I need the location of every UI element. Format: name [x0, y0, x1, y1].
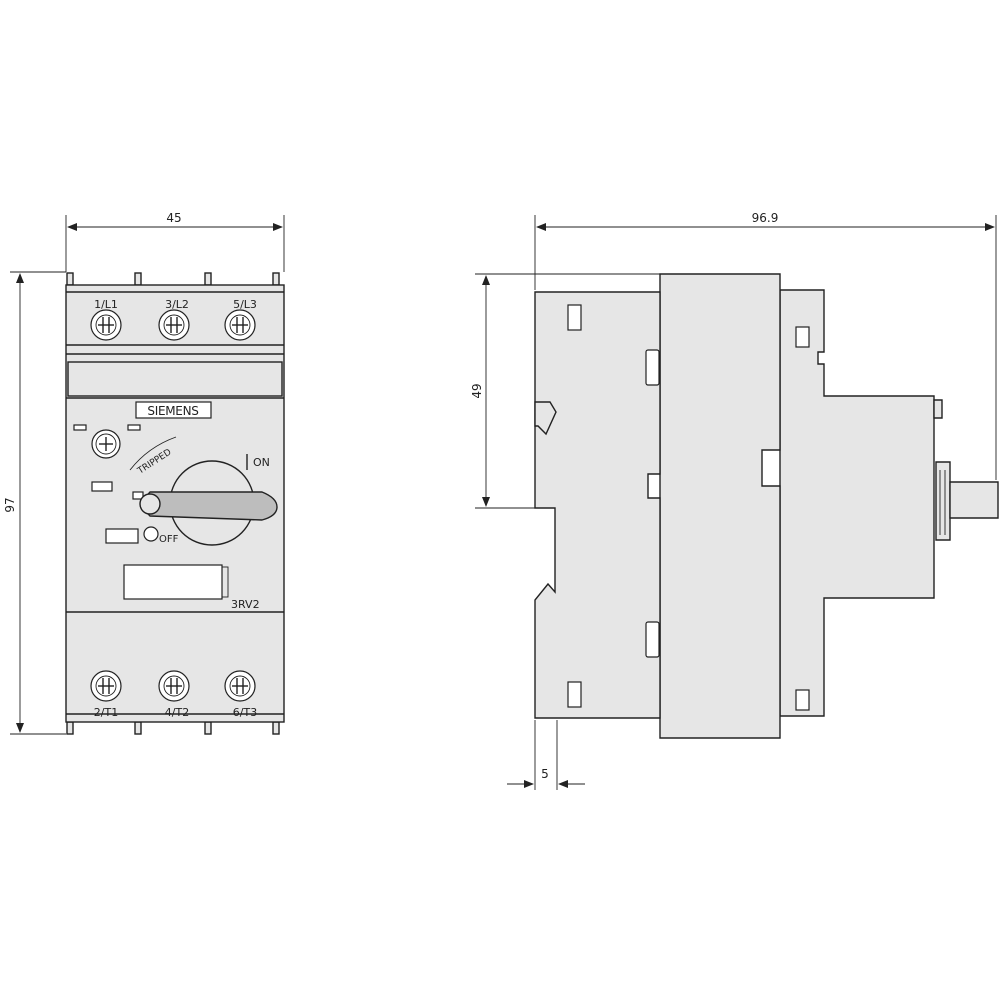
terminal-label-top-3: 5/L3 [233, 298, 257, 311]
upper-height-value: 49 [470, 383, 484, 398]
offset-value: 5 [541, 767, 549, 781]
terminal-label-bottom-3: 6/T3 [233, 706, 257, 719]
off-label: OFF [159, 534, 179, 545]
terminal-screw-bottom-2 [158, 670, 190, 702]
height-value: 97 [3, 497, 17, 512]
front-height-dimension: 97 [3, 271, 66, 735]
label-plate [105, 528, 139, 544]
terminal-label-bottom-2: 4/T2 [165, 706, 189, 719]
side-view [534, 273, 999, 739]
upper-height-dimension: 49 [470, 273, 660, 509]
model-label: 3RV2 [231, 598, 260, 611]
terminal-label-top-1: 1/L1 [94, 298, 118, 311]
on-label: ON [253, 456, 270, 469]
terminal-screw-bottom-1 [90, 670, 122, 702]
indicator-slot [91, 481, 113, 492]
terminal-label-top-2: 3/L2 [165, 298, 189, 311]
rotary-handle [139, 460, 278, 546]
depth-value: 96.9 [752, 211, 779, 225]
terminal-screw-bottom-3 [224, 670, 256, 702]
terminal-screw-top-2 [158, 309, 190, 341]
terminal-screw-top-3 [224, 309, 256, 341]
depth-dimension: 96.9 [534, 211, 997, 480]
front-width-dimension: 45 [65, 211, 285, 272]
rating-window [123, 564, 223, 600]
test-button [91, 429, 121, 459]
brand-logo: SIEMENS [147, 404, 198, 418]
terminal-label-bottom-1: 2/T1 [94, 706, 118, 719]
front-view: SIEMENS TRIPPED ON OFF [65, 272, 285, 735]
offset-dimension: 5 [507, 720, 585, 790]
width-value: 45 [166, 211, 181, 225]
terminal-screw-top-1 [90, 309, 122, 341]
